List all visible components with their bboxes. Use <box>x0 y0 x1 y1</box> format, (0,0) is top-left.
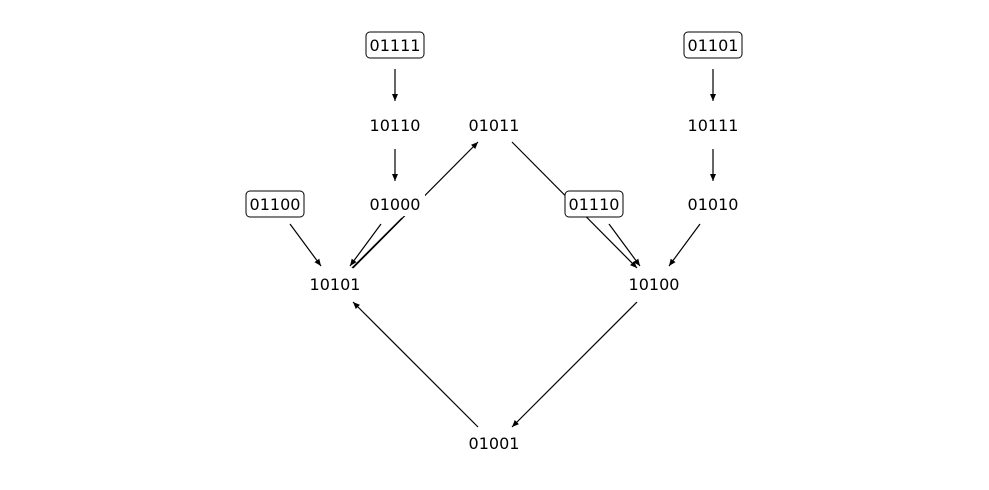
node-01110: 01110 <box>564 190 624 218</box>
node-10101: 10101 <box>305 272 365 296</box>
nodes-layer: 01111 01101 10110 01011 10111 01100 01000 01110… <box>245 31 743 455</box>
edge-01100-to-10101 <box>289 223 322 267</box>
node-01101: 01101 <box>683 31 743 59</box>
node-label: 10111 <box>688 116 739 135</box>
node-bg-01000 <box>365 192 425 216</box>
node-01001: 01001 <box>464 431 524 455</box>
node-label: 01001 <box>469 434 520 453</box>
node-box-01110 <box>564 190 624 218</box>
node-01000: 01000 <box>365 192 425 216</box>
node-label: 01110 <box>569 195 620 214</box>
node-label: 01000 <box>370 195 421 214</box>
node-box-01111 <box>365 31 425 59</box>
node-10111: 10111 <box>683 113 743 137</box>
edges-layer <box>289 69 716 428</box>
node-label: 01010 <box>688 195 739 214</box>
edge-01000-to-10101-secondary <box>351 217 403 269</box>
node-bg-10100 <box>624 272 684 296</box>
node-label: 01111 <box>370 36 421 55</box>
node-10100: 10100 <box>624 272 684 296</box>
node-01011: 01011 <box>464 113 524 137</box>
edge-01010-to-10100 <box>668 223 701 267</box>
node-01100: 01100 <box>245 190 305 218</box>
node-label: 10101 <box>310 275 361 294</box>
edge-01000-to-10101 <box>349 223 382 267</box>
node-bg-10101 <box>305 272 365 296</box>
edge-01001-to-10101 <box>352 301 479 428</box>
node-bg-10111 <box>683 113 743 137</box>
node-label: 01101 <box>688 36 739 55</box>
node-label: 10100 <box>629 275 680 294</box>
node-bg-01011 <box>464 113 524 137</box>
node-bg-10110 <box>365 113 425 137</box>
node-bg-01001 <box>464 431 524 455</box>
node-box-01101 <box>683 31 743 59</box>
node-label: 01011 <box>469 116 520 135</box>
node-01010: 01010 <box>683 192 743 216</box>
node-box-01100 <box>245 190 305 218</box>
node-bg-01010 <box>683 192 743 216</box>
node-01111: 01111 <box>365 31 425 59</box>
node-label: 01100 <box>250 195 301 214</box>
node-10110: 10110 <box>365 113 425 137</box>
node-label: 10110 <box>370 116 421 135</box>
edge-10100-to-01001 <box>511 301 638 428</box>
edge-01110-to-10100 <box>608 223 641 267</box>
